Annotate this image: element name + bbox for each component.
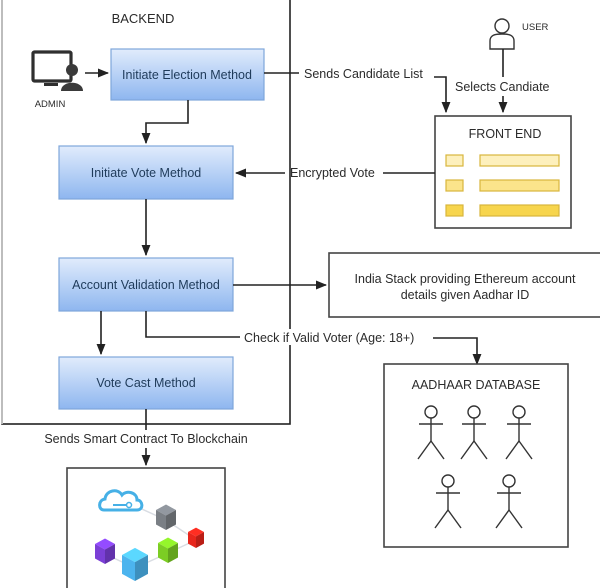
edge-label-check-valid-voter: Check if Valid Voter (Age: 18+) xyxy=(244,331,414,345)
person-body-icon xyxy=(61,82,83,91)
user-label: USER xyxy=(522,22,549,33)
edge-candidate-list-b xyxy=(434,76,451,114)
method-account-validation[interactable]: Account Validation Method xyxy=(58,257,234,312)
edge-election-to-vote xyxy=(141,100,189,145)
aadhaar-database-box[interactable]: AADHAAR DATABASE xyxy=(383,363,569,548)
edge-label-selects-candidate: Selects Candiate xyxy=(455,80,550,94)
admin-icon: ADMIN xyxy=(31,50,83,110)
person-stick-figure-icon xyxy=(417,405,445,460)
person-stick-figure-icon xyxy=(505,405,533,460)
edge-label-sends-candidate-list: Sends Candidate List xyxy=(304,67,423,81)
cube-purple-icon xyxy=(95,538,115,564)
person-stick-figure-icon xyxy=(460,405,488,460)
method-label: Initiate Election Method xyxy=(122,68,252,82)
method-vote-cast[interactable]: Vote Cast Method xyxy=(58,356,234,410)
cube-gray-icon xyxy=(156,504,176,530)
frontend-bar-3 xyxy=(479,204,560,217)
method-box xyxy=(110,48,265,101)
india-stack-box[interactable]: India Stack providing Ethereum account d… xyxy=(328,252,600,318)
india-stack-border xyxy=(328,252,600,318)
method-initiate-vote[interactable]: Initiate Vote Method xyxy=(58,145,234,200)
blockchain-cubes xyxy=(95,504,204,581)
cube-blue-icon xyxy=(122,547,148,581)
monitor-icon xyxy=(31,50,73,83)
method-label: Initiate Vote Method xyxy=(91,166,202,180)
person-stick-figure-icon xyxy=(434,474,462,529)
aadhaar-border xyxy=(383,363,569,548)
india-stack-line-1: India Stack providing Ethereum account xyxy=(355,272,576,286)
frontend-checkbox-2 xyxy=(445,179,464,192)
frontend-box[interactable]: FRONT END xyxy=(434,115,572,229)
edge-check-valid-b xyxy=(433,337,482,366)
monitor-stand xyxy=(44,83,58,86)
cube-red-icon xyxy=(188,527,204,548)
frontend-title: FRONT END xyxy=(469,127,542,141)
method-box xyxy=(58,145,234,200)
frontend-bar-1 xyxy=(479,154,560,167)
frontend-bar-2 xyxy=(479,179,560,192)
person-stick-figure-icon xyxy=(495,474,523,529)
edge-label-encrypted-vote: Encrypted Vote xyxy=(290,166,375,180)
frontend-checkbox-1 xyxy=(445,154,464,167)
method-label: Vote Cast Method xyxy=(96,376,195,390)
user-body-icon xyxy=(489,33,515,50)
user-icon: USER xyxy=(489,18,549,50)
cube-green-icon xyxy=(158,537,178,563)
aadhaar-people xyxy=(417,405,533,529)
frontend-checkbox-3 xyxy=(445,204,464,217)
edge-label-sends-smart-contract: Sends Smart Contract To Blockchain xyxy=(44,432,247,446)
cloud-icon xyxy=(98,489,144,512)
aadhaar-title: AADHAAR DATABASE xyxy=(412,378,541,392)
label-bg xyxy=(240,329,436,345)
india-stack-line-2: details given Aadhar ID xyxy=(401,288,530,302)
blockchain-box[interactable] xyxy=(66,467,226,588)
edge-check-valid-a xyxy=(145,311,240,338)
admin-label: ADMIN xyxy=(35,99,66,110)
method-label: Account Validation Method xyxy=(72,278,220,292)
person-head-icon xyxy=(66,64,78,76)
method-initiate-election[interactable]: Initiate Election Method xyxy=(110,48,265,101)
backend-title: BACKEND xyxy=(112,11,175,26)
user-head-icon xyxy=(494,18,510,34)
